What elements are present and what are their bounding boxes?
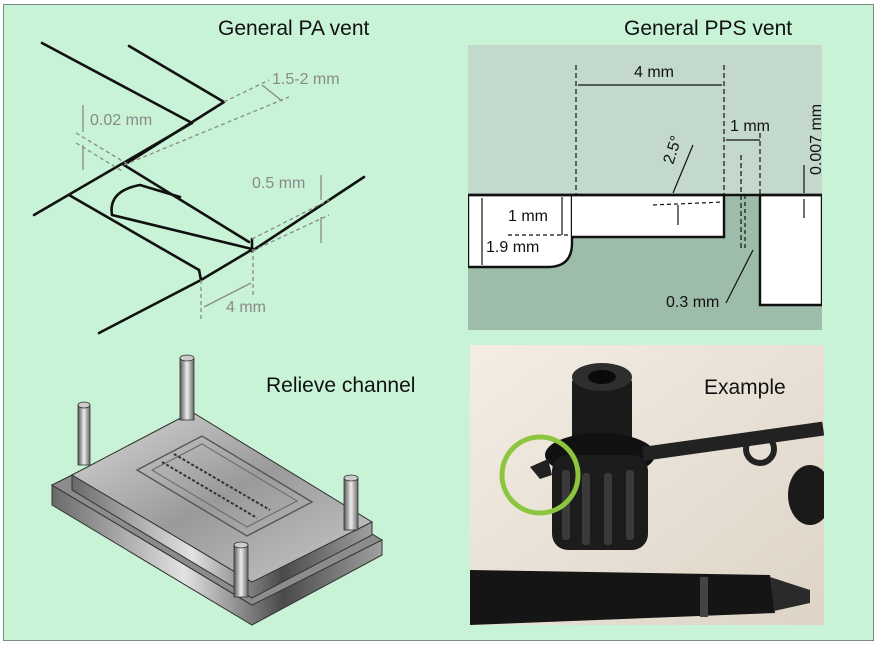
flash-defect bbox=[530, 459, 552, 479]
pps-upper-mold bbox=[468, 45, 822, 195]
relieve-channel-title: Relieve channel bbox=[266, 374, 416, 397]
pps-cavity-right bbox=[758, 193, 822, 307]
pps-cavity-left bbox=[468, 193, 574, 269]
figure-frame: General PA vent bbox=[3, 4, 874, 641]
pa-vent-slot bbox=[110, 183, 254, 251]
pps-dim-total: 1.9 mm bbox=[486, 239, 539, 256]
pa-guide bbox=[223, 79, 270, 103]
guide-pin bbox=[233, 544, 249, 598]
pps-dim-gap: 1 mm bbox=[730, 118, 770, 135]
pa-guide bbox=[75, 132, 130, 166]
marker-pen bbox=[470, 570, 775, 625]
pa-edge bbox=[32, 121, 194, 217]
pa-edge bbox=[127, 44, 226, 104]
highlight-circle bbox=[499, 434, 581, 516]
pps-dim-land: 4 mm bbox=[634, 64, 674, 81]
pa-edge bbox=[122, 163, 251, 244]
pa-edge bbox=[250, 175, 366, 253]
pa-guide bbox=[251, 199, 330, 240]
guide-pin bbox=[179, 357, 195, 421]
pa-guide bbox=[251, 214, 330, 252]
pa-arrow bbox=[261, 84, 283, 102]
relieve-channel bbox=[135, 435, 314, 537]
mold-top-plate bbox=[70, 411, 374, 583]
mold-render bbox=[50, 354, 384, 626]
pa-dim-width: 1.5-2 mm bbox=[272, 71, 340, 88]
pps-vent-diagram: 4 mm 2.5° 1 mm 0.007 mm 1 mm 1.9 mm 0.3 … bbox=[468, 45, 822, 330]
pa-dim-land: 4 mm bbox=[226, 299, 266, 316]
pa-edge bbox=[199, 247, 255, 282]
guide-pin bbox=[77, 404, 91, 466]
pps-vent-land bbox=[572, 193, 726, 239]
pps-dim-slot: 0.3 mm bbox=[666, 294, 719, 311]
guide-pin bbox=[343, 477, 359, 531]
pa-arrow bbox=[203, 282, 252, 308]
pa-guide bbox=[75, 142, 123, 172]
pps-dim-depth: 0.007 mm bbox=[808, 104, 822, 175]
pa-edge bbox=[197, 268, 203, 282]
pa-dim-depth-side: 0.5 mm bbox=[252, 175, 305, 192]
pa-edge bbox=[97, 278, 203, 335]
pps-vent-title: General PPS vent bbox=[624, 17, 793, 40]
example-photo bbox=[470, 345, 824, 625]
pa-vent-diagram: 1.5-2 mm 0.02 mm 0.5 mm 4 mm bbox=[32, 41, 366, 335]
pa-guide bbox=[123, 96, 290, 166]
pa-edge bbox=[67, 193, 201, 272]
spanner-tool bbox=[642, 421, 824, 461]
pps-dim-step: 1 mm bbox=[508, 208, 548, 225]
pps-arrow bbox=[725, 249, 754, 304]
pa-dim-depth-top: 0.02 mm bbox=[90, 112, 152, 129]
pps-guide bbox=[652, 201, 724, 206]
pa-edge bbox=[40, 41, 194, 125]
pps-arrow bbox=[672, 144, 694, 194]
pa-vent-title: General PA vent bbox=[218, 17, 370, 40]
example-title: Example bbox=[704, 376, 786, 399]
